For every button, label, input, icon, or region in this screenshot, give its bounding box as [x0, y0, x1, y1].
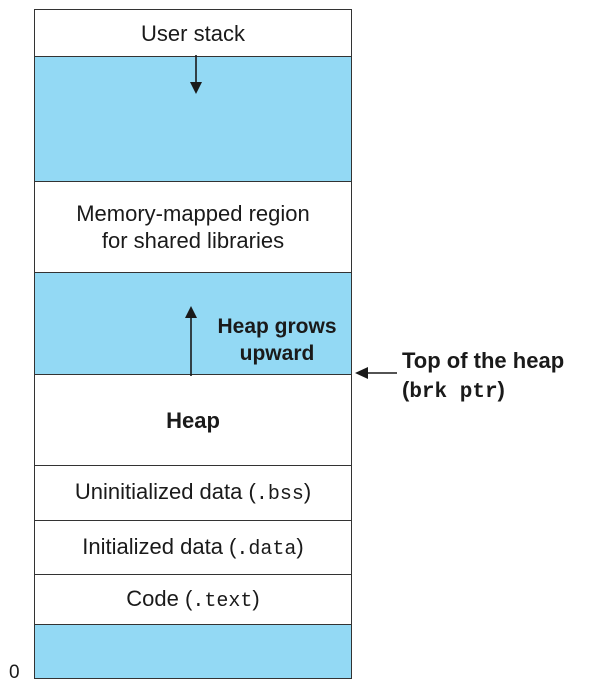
heap-grows-up-arrow-icon — [185, 306, 197, 376]
text-label: Code (.text) — [126, 585, 259, 615]
brk-ptr-label: (brk ptr) — [402, 377, 505, 404]
data-code: .data — [236, 537, 297, 561]
bss-code: .bss — [255, 483, 304, 506]
heap-label: Heap — [166, 407, 220, 433]
user-stack-label: User stack — [141, 20, 245, 46]
heap-grows-line2: upward — [239, 342, 315, 365]
stack-grows-down-arrow-icon — [190, 55, 202, 94]
mmap-label: Memory-mapped region for shared librarie… — [76, 200, 310, 254]
text-label-prefix: Code ( — [126, 585, 193, 611]
reserved-bottom-region — [35, 625, 351, 678]
mmap-label-line1: Memory-mapped region — [76, 201, 310, 226]
data-label-suffix: ) — [296, 533, 304, 559]
data-label: Initialized data (.data) — [82, 533, 303, 563]
heap-grows-label: Heap grows upward — [205, 313, 349, 367]
bss-segment: Uninitialized data (.bss) — [35, 466, 351, 521]
mmap-label-line2: for shared libraries — [101, 228, 285, 253]
top-of-heap-label: Top of the heap (brk ptr) — [402, 346, 564, 407]
heap-grows-line1: Heap grows — [217, 315, 337, 338]
bss-label-prefix: Uninitialized data ( — [74, 479, 256, 504]
bss-label-suffix: ) — [303, 479, 312, 504]
brk-paren-close: ) — [497, 377, 505, 402]
user-stack-segment: User stack — [35, 10, 351, 57]
text-code: .text — [192, 589, 253, 613]
memory-layout-column: User stack Memory-mapped region for shar… — [34, 9, 352, 679]
heap-free-region — [35, 273, 351, 375]
data-segment: Initialized data (.data) — [35, 521, 351, 575]
mmap-segment: Memory-mapped region for shared librarie… — [35, 182, 351, 273]
top-of-heap-title: Top of the heap — [402, 348, 565, 373]
brk-ptr-code: brk ptr — [409, 381, 498, 404]
bss-label: Uninitialized data (.bss) — [75, 478, 311, 508]
data-label-prefix: Initialized data ( — [82, 533, 237, 559]
address-zero-label: 0 — [9, 662, 20, 683]
brk-paren-open: ( — [402, 377, 410, 402]
heap-segment: Heap — [35, 375, 351, 466]
stack-free-region — [35, 57, 351, 182]
top-of-heap-pointer-arrow-icon — [355, 367, 397, 379]
text-segment: Code (.text) — [35, 575, 351, 625]
text-label-suffix: ) — [252, 585, 260, 611]
